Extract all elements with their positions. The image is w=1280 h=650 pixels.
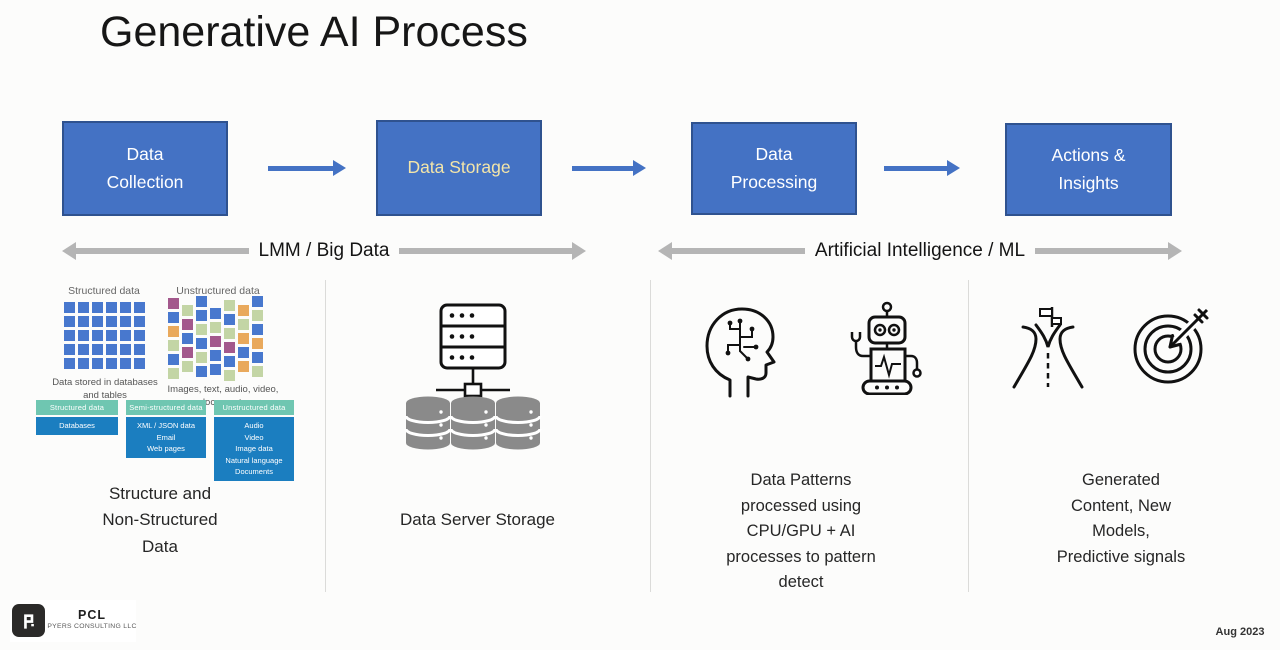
flow-arrow-icon [572, 159, 646, 177]
storage-caption: Data Server Storage [400, 510, 555, 529]
column-divider [650, 280, 651, 592]
data-category-item: Web pages [147, 444, 185, 453]
unstructured-data-mosaic [168, 296, 263, 381]
mosaic-column [238, 305, 249, 372]
data-category-item: Email [156, 432, 176, 442]
flow-arrow-icon [884, 159, 960, 177]
slide-date: Aug 2023 [1215, 626, 1265, 638]
data-category-item: XML / JSON data [136, 421, 196, 430]
arrow-shaft [672, 248, 805, 254]
diverging-road-icon [1012, 307, 1084, 389]
arrow-shaft [76, 248, 249, 254]
column-divider [325, 280, 326, 592]
span-arrow-label: Artificial Intelligence / ML [814, 240, 1026, 261]
mosaic-column [252, 296, 263, 377]
column-divider [968, 280, 969, 592]
robot-icon [850, 301, 922, 395]
process-box-label: Actions & Insights [1051, 145, 1126, 193]
arrow-left-head-icon [62, 242, 76, 260]
data-category-item: Audio [244, 421, 264, 430]
data-category-item: Documents [235, 467, 273, 476]
data-category-item: Databases [59, 421, 95, 430]
arrow-shaft [884, 165, 947, 171]
unstructured-data-label: Unstructured data [176, 285, 260, 297]
actions-caption: Generated Content, New Models, Predictiv… [1056, 471, 1186, 566]
mosaic-column [224, 300, 235, 381]
arrow-head [947, 160, 960, 176]
span-arrow-lmm-big-data: LMM / Big Data [62, 237, 586, 265]
arrow-left-head-icon [658, 242, 672, 260]
flow-arrow-icon [268, 159, 346, 177]
arrow-shaft [268, 165, 333, 171]
structured-data-label: Structured data [68, 285, 140, 297]
structured-data-grid [64, 302, 145, 369]
data-category-header: Structured data [36, 400, 118, 415]
process-box-data-storage: Data Storage [376, 120, 542, 216]
process-box-actions-insights: Actions & Insights [1005, 123, 1172, 216]
process-box-label: Data Collection [106, 144, 184, 192]
ai-brain-head-icon [705, 307, 776, 398]
arrow-shaft [572, 165, 633, 171]
processing-caption: Data Patterns processed using CPU/GPU + … [726, 471, 876, 592]
mosaic-column [168, 298, 179, 379]
process-box-label: Data Processing [730, 144, 818, 192]
page-title: Generative AI Process [100, 8, 528, 56]
mosaic-column [196, 296, 207, 377]
data-category-item: Natural language [225, 455, 283, 465]
process-box-data-collection: Data Collection [62, 121, 228, 216]
target-arrow-icon [1133, 306, 1211, 384]
logo-monogram-icon [23, 613, 34, 629]
arrow-shaft [399, 248, 572, 254]
mosaic-column [182, 305, 193, 372]
logo-company-name: PYERS CONSULTING LLC [47, 623, 137, 630]
process-box-label: Data Storage [407, 157, 511, 178]
data-category-header: Unstructured data [214, 400, 294, 415]
span-arrow-artificial-intelligence: Artificial Intelligence / ML [658, 237, 1182, 265]
data-category-header: Semi-structured data [126, 400, 206, 415]
mosaic-column [210, 308, 221, 375]
arrow-shaft [1035, 248, 1168, 254]
process-box-data-processing: Data Processing [691, 122, 857, 215]
server-storage-icon [404, 303, 542, 450]
arrow-right-head-icon [572, 242, 586, 260]
footer-logo-text: PCL PYERS CONSULTING LLC [46, 608, 138, 630]
span-arrow-label: LMM / Big Data [258, 240, 390, 261]
data-category-item: Image data [235, 444, 273, 453]
arrow-head [333, 160, 346, 176]
company-logo [12, 604, 45, 637]
collection-caption: Structure and Non-Structured Data [102, 484, 218, 556]
logo-acronym: PCL [78, 608, 106, 622]
arrow-right-head-icon [1168, 242, 1182, 260]
data-category-item: Video [244, 432, 264, 442]
arrow-head [633, 160, 646, 176]
data-category-items: Databases [36, 417, 118, 435]
structured-data-note: Data stored in databases and tables [52, 377, 158, 401]
